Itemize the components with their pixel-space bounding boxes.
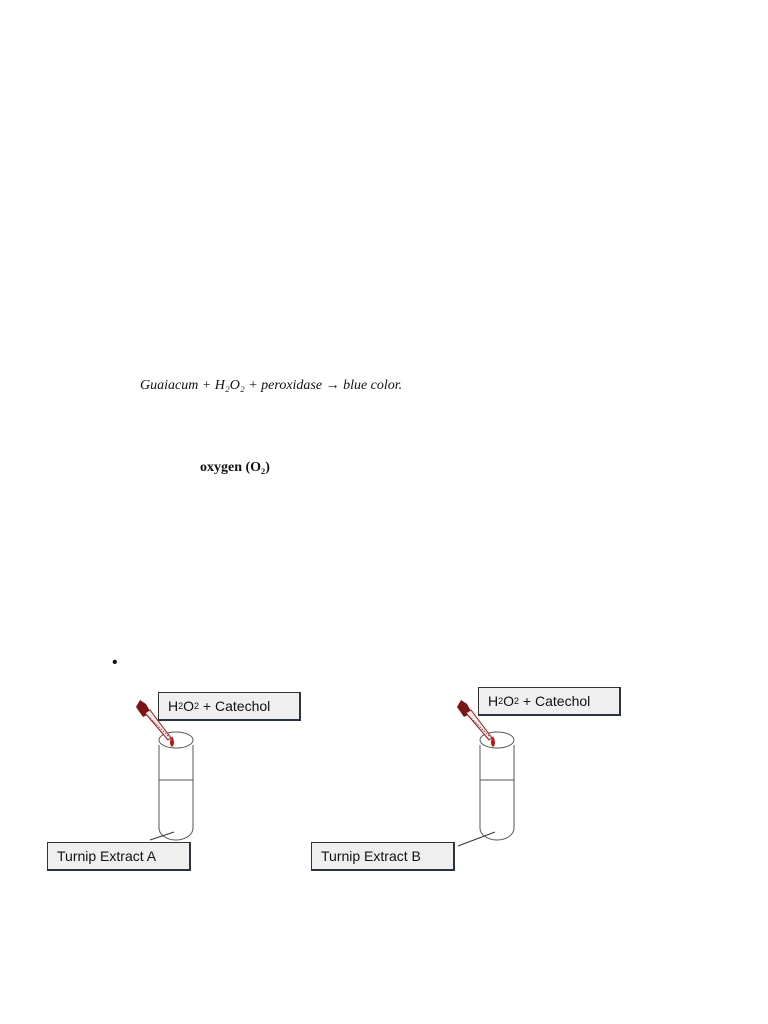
reagent-b-o: O bbox=[503, 693, 515, 709]
test-tube-b bbox=[479, 731, 515, 841]
connector-line-b bbox=[457, 831, 496, 847]
test-tube-diagram bbox=[136, 700, 515, 847]
reagent-a-suffix: + Catechol bbox=[199, 698, 271, 714]
test-tube-a bbox=[158, 731, 194, 841]
reagent-a-o: O bbox=[183, 698, 195, 714]
bullet-point: • bbox=[112, 654, 118, 671]
connector-line-a bbox=[149, 831, 175, 841]
reagent-b-suffix: + Catechol bbox=[519, 693, 591, 709]
dropper-b-icon bbox=[457, 700, 495, 747]
extract-label-b: Turnip Extract B bbox=[311, 842, 455, 871]
extract-label-a: Turnip Extract A bbox=[47, 842, 191, 871]
oxygen-label: oxygen (O₂) bbox=[200, 460, 270, 475]
dropper-a-icon bbox=[136, 700, 174, 747]
reagent-a-h: H bbox=[168, 698, 179, 714]
reagent-b-h: H bbox=[488, 693, 499, 709]
reaction-equation: Guaiacum + H₂O₂ + peroxidase → blue colo… bbox=[140, 378, 403, 393]
